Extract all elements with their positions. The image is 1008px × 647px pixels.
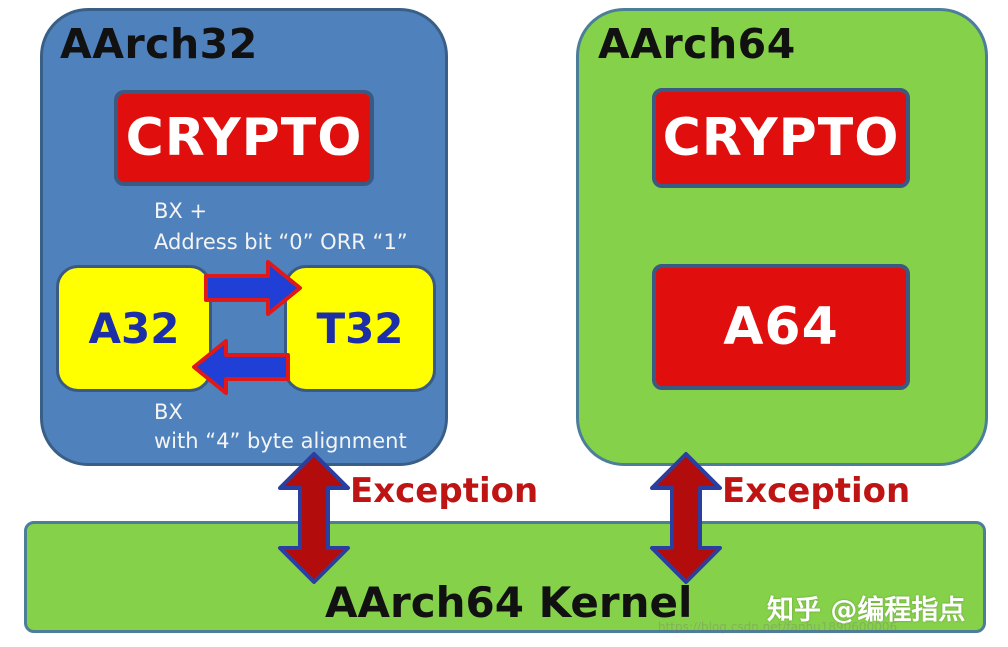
a64-box: A64 bbox=[652, 264, 910, 390]
bx-bottom-line1: BX bbox=[154, 400, 183, 424]
t32-box: T32 bbox=[284, 265, 436, 392]
a32-box: A32 bbox=[56, 265, 212, 392]
zhihu-watermark: 知乎 @编程指点 bbox=[767, 595, 966, 626]
switch-right-arrow-icon bbox=[204, 260, 302, 316]
bx-bottom-line2: with “4” byte alignment bbox=[154, 429, 407, 453]
right-exception-label: Exception bbox=[722, 471, 911, 511]
switch-left-arrow-icon bbox=[192, 339, 290, 395]
right-exception-arrow-icon bbox=[650, 452, 722, 584]
aarch64-crypto-box: CRYPTO bbox=[652, 88, 910, 188]
aarch32-title: AArch32 bbox=[60, 20, 258, 68]
aarch32-crypto-box: CRYPTO bbox=[114, 90, 374, 186]
aarch64-panel bbox=[576, 8, 988, 466]
bx-top-line2: Address bit “0” ORR “1” bbox=[154, 230, 408, 254]
aarch64-kernel-bar bbox=[24, 521, 986, 633]
bx-top-line1: BX + bbox=[154, 199, 208, 223]
kernel-label: AArch64 Kernel bbox=[325, 578, 693, 627]
url-watermark: https://blog.csdn.net/fanhu1890600006 bbox=[658, 620, 898, 634]
left-exception-label: Exception bbox=[350, 471, 539, 511]
left-exception-arrow-icon bbox=[278, 452, 350, 584]
aarch64-title: AArch64 bbox=[598, 20, 796, 68]
